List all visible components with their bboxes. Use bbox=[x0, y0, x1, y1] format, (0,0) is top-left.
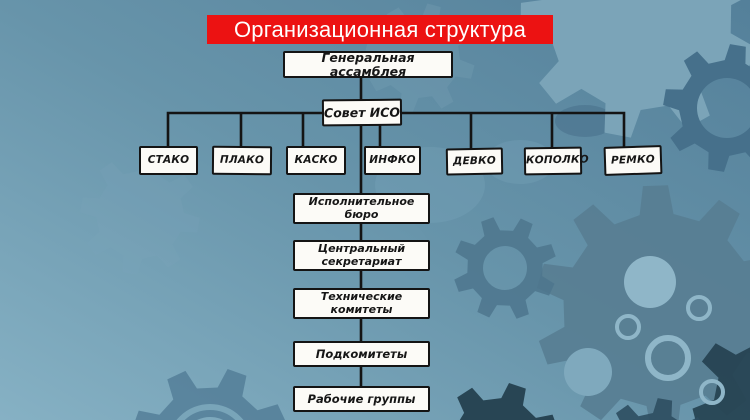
page-title: Организационная структура bbox=[207, 15, 553, 44]
node-committee-kasko: КАСКО bbox=[286, 146, 346, 175]
node-committee-remko: РЕМКО bbox=[603, 145, 663, 176]
gear-shape bbox=[436, 382, 559, 420]
node-committee-plako: ПЛАКО bbox=[211, 145, 273, 176]
node-committee-devko: ДЕВКО bbox=[445, 147, 504, 176]
ring-shape bbox=[686, 295, 712, 321]
node-label-line2: секретариат bbox=[321, 254, 402, 268]
node-executive-bureau: Исполнительное бюро bbox=[293, 193, 430, 224]
node-label: ДЕВКО bbox=[452, 154, 497, 167]
gear-shape bbox=[663, 44, 750, 172]
node-label: КОПОЛКО bbox=[525, 153, 589, 167]
gear-shape bbox=[616, 398, 701, 420]
node-label: ИНФКО bbox=[369, 153, 416, 166]
node-label: Совет ИСО bbox=[323, 104, 401, 120]
node-central-secretariat: Центральный секретариат bbox=[293, 240, 430, 271]
node-label-line1: Рабочие группы bbox=[307, 391, 416, 406]
ring-shape bbox=[615, 314, 641, 340]
node-label: РЕМКО bbox=[610, 152, 656, 167]
node-label-line1: Подкомитеты bbox=[315, 346, 408, 361]
node-technical-committees: Технические комитеты bbox=[293, 288, 430, 319]
gear-shape bbox=[692, 343, 750, 420]
gear-shape bbox=[80, 155, 200, 275]
node-general-assembly: Генеральная ассамблея bbox=[283, 49, 453, 79]
ring-shape bbox=[176, 404, 244, 420]
node-label-line2: комитеты bbox=[330, 302, 393, 316]
node-label: КАСКО bbox=[294, 153, 338, 166]
node-label: СТАКО bbox=[147, 153, 190, 166]
node-label-line1: Технические bbox=[320, 290, 403, 304]
node-committee-kopolko: КОПОЛКО bbox=[523, 146, 589, 176]
node-committee-infko: ИНФКО bbox=[364, 146, 421, 175]
circle-shape bbox=[564, 348, 612, 396]
node-committee-stako: СТАКО bbox=[139, 146, 198, 175]
node-label: ПЛАКО bbox=[219, 153, 265, 166]
ring-shape bbox=[645, 335, 691, 381]
node-label-line2: бюро bbox=[344, 207, 379, 221]
circle-shape bbox=[624, 256, 676, 308]
node-subcommittees: Подкомитеты bbox=[293, 341, 430, 367]
node-iso-council: Совет ИСО bbox=[321, 98, 403, 127]
node-label: Генеральная ассамблея bbox=[321, 49, 415, 79]
ring-shape bbox=[699, 379, 725, 405]
gear-shape bbox=[454, 217, 556, 319]
node-label-line1: Центральный bbox=[317, 242, 406, 256]
node-label-line1: Исполнительное bbox=[308, 195, 415, 209]
gear-shape bbox=[131, 368, 289, 420]
node-working-groups: Рабочие группы bbox=[293, 386, 430, 412]
background-circles bbox=[176, 256, 725, 420]
